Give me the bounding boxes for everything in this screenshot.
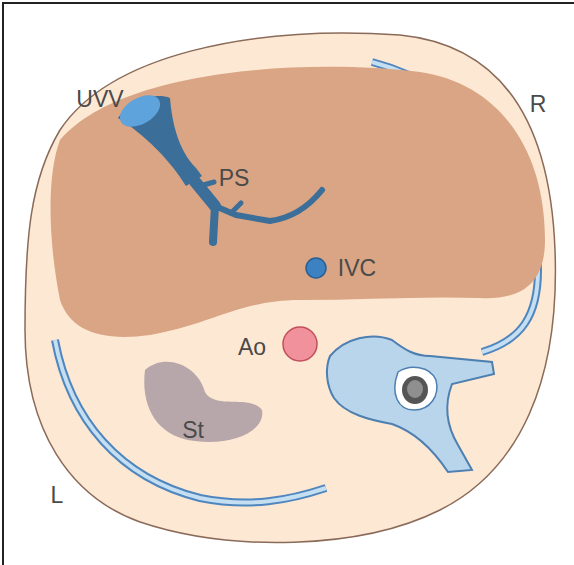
structure-label: St [182, 419, 204, 442]
liver [51, 67, 545, 337]
structure-label: PS [219, 167, 250, 190]
structure-label: IVC [338, 257, 376, 280]
vertebra [327, 337, 494, 472]
body-outline [25, 33, 555, 542]
aorta-vessel [283, 327, 317, 361]
orientation-label: R [530, 93, 547, 116]
orientation-label: L [51, 484, 64, 507]
frame-line [3, 3, 574, 565]
stomach [144, 362, 262, 442]
structure-label: Ao [238, 336, 266, 359]
structure-label: UVV [76, 88, 123, 111]
ivc-vessel [306, 258, 326, 278]
